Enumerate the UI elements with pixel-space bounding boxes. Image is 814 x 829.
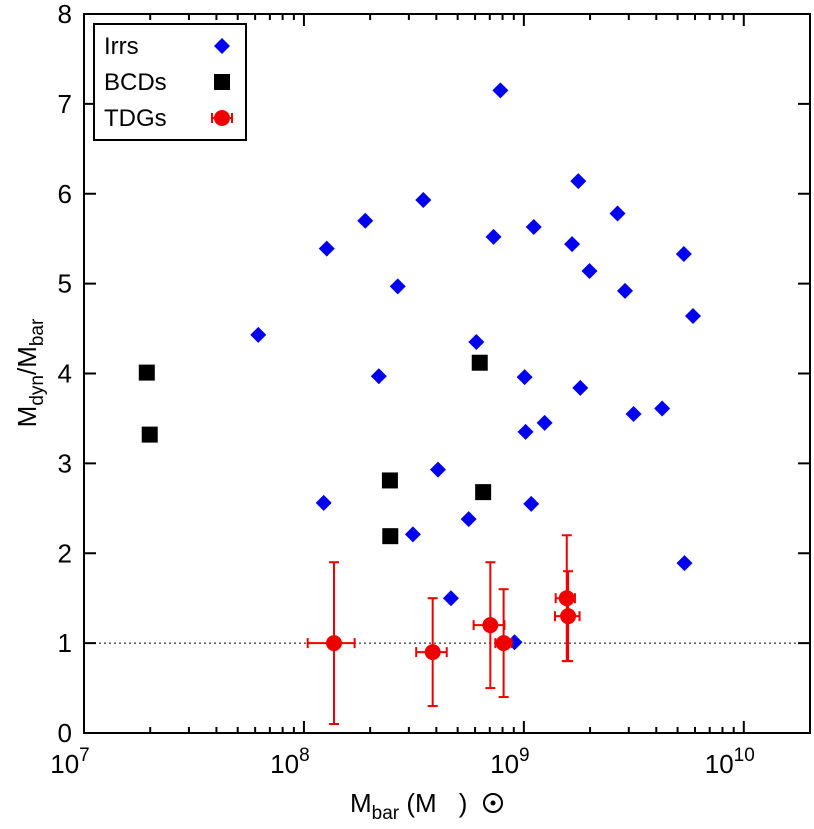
sun-symbol-icon [483,793,503,813]
data-points [138,82,702,726]
tdgs-point [558,590,575,607]
irrs-point [570,173,587,190]
y-tick-label: 6 [58,179,72,209]
irrs-point [318,240,335,257]
irrs-point [625,405,642,422]
series-irrs [250,82,702,651]
series-bcds [138,354,492,545]
bcds-point [141,426,158,443]
irrs-point [581,263,598,280]
irrs-point [468,334,485,351]
irrs-point [442,590,459,607]
x-tick-label: 1010 [705,745,755,779]
irrs-point [675,245,692,262]
tdgs-point [482,617,499,634]
irrs-point [492,82,509,99]
x-axis-label: Mbar (M) [350,788,503,824]
y-axis: 0 1 2 3 4 5 6 7 8 [58,0,810,748]
irrs-point [523,495,540,512]
y-tick-label: 1 [58,628,72,658]
irrs-point [430,461,447,478]
irrs-point [536,414,553,431]
svg-text:Mbar (M): Mbar (M) [350,788,467,824]
bcds-point [471,354,488,371]
irrs-point [654,400,671,417]
series-tdgs [306,534,581,726]
irrs-point [685,307,702,324]
y-tick-label: 0 [58,718,72,748]
irrs-point [485,228,502,245]
legend-label: TDGs [104,105,167,132]
irrs-point [516,369,533,386]
irrs-point [250,326,267,343]
tdgs-point [560,608,577,625]
y-axis-label: Mdyn/Mbar [12,318,48,427]
irrs-point [506,634,523,651]
irrs-point [315,494,332,511]
irrs-point [525,219,542,236]
legend-marker-bcds [214,74,230,90]
irrs-point [370,368,387,385]
bcds-point [381,472,398,489]
irrs-point [676,555,693,572]
irrs-point [460,511,477,528]
irrs-point [357,212,374,229]
tdgs-point [495,635,512,652]
legend-label: BCDs [104,69,167,96]
y-tick-label: 2 [58,538,72,568]
irrs-point [389,278,406,295]
y-tick-label: 3 [58,448,72,478]
tdgs-point [326,635,343,652]
x-tick-label: 109 [490,745,529,779]
legend-marker-irrs [214,38,230,54]
y-tick-label: 8 [58,0,72,29]
y-tick-label: 7 [58,89,72,119]
x-tick-label: 108 [270,745,310,779]
legend-label: Irrs [104,33,139,60]
irrs-point [517,423,534,440]
irrs-point [404,526,421,543]
irrs-point [609,205,626,222]
tdgs-point [424,644,441,661]
irrs-point [415,192,432,209]
irrs-point [564,236,581,253]
x-tick-label: 107 [50,745,90,779]
y-tick-label: 4 [58,359,72,389]
irrs-point [617,282,634,299]
y-tick-label: 5 [58,269,72,299]
irrs-point [572,379,589,396]
bcds-point [475,484,492,501]
legend-marker-tdgs [214,110,230,126]
sun-symbol-dot [490,800,496,806]
bcds-point [138,364,155,381]
bcds-point [382,528,399,545]
